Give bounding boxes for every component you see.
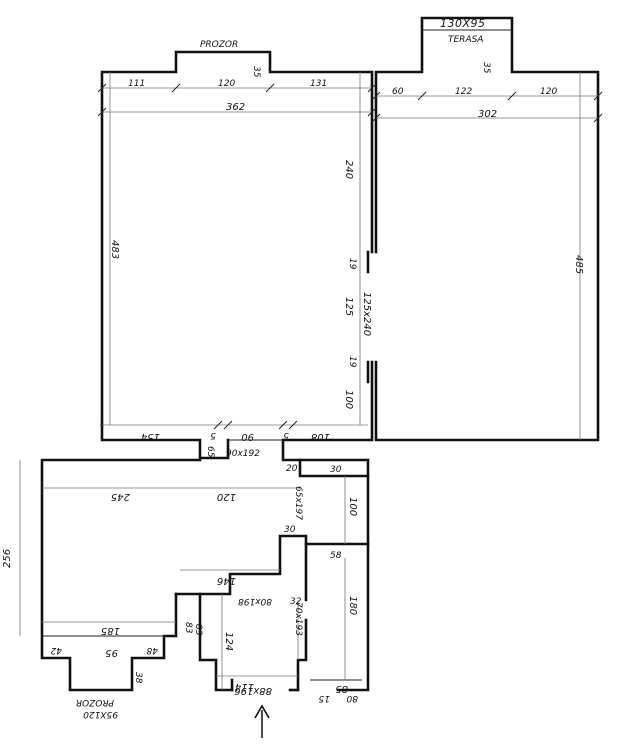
dim-label: 154 bbox=[141, 431, 160, 442]
hall-right-wall bbox=[281, 458, 370, 692]
dim-label: 180 bbox=[347, 596, 358, 615]
dim-tick bbox=[371, 113, 381, 123]
dim-label: 114 bbox=[235, 681, 254, 692]
left-room-wall-lower bbox=[281, 360, 374, 460]
dim-label: 131 bbox=[310, 79, 327, 89]
dim-label: 111 bbox=[128, 79, 145, 89]
dim-label: 302 bbox=[478, 109, 497, 120]
dim-label: 65 bbox=[205, 446, 215, 458]
dim-label: 15 bbox=[318, 693, 330, 703]
dim-label: 146 bbox=[217, 575, 236, 586]
dim-tick bbox=[97, 107, 107, 117]
dim-label: 485 bbox=[573, 255, 584, 274]
dim-tick bbox=[367, 83, 377, 93]
left-room-wall bbox=[100, 50, 374, 427]
dim-tick bbox=[417, 91, 427, 101]
entrance-door-label: 88x196 bbox=[234, 685, 272, 696]
dim-tick bbox=[371, 91, 381, 101]
dim-tick bbox=[593, 91, 603, 101]
dim-label: 483 bbox=[109, 240, 120, 259]
dim-label: 20 bbox=[286, 464, 298, 474]
dim-label: 90 bbox=[241, 431, 254, 442]
right-room-wall bbox=[374, 16, 600, 442]
dim-tick bbox=[288, 420, 298, 430]
dim-label: 35 bbox=[481, 62, 491, 74]
door-hall-label: 90x192 bbox=[226, 449, 260, 459]
dim-tick bbox=[593, 113, 603, 123]
dim-label: 362 bbox=[226, 102, 245, 113]
door-between-rooms-label: 125x240 bbox=[361, 292, 372, 336]
hall-inner-wall-a bbox=[174, 534, 308, 602]
door-right-hall-label: 65x197 bbox=[293, 486, 303, 520]
dim-tick bbox=[171, 83, 181, 93]
dim-label: 83 bbox=[183, 622, 193, 634]
dim-tick bbox=[213, 420, 223, 430]
dim-label: 30 bbox=[284, 525, 296, 535]
window-bottom-label: PROZOR bbox=[76, 697, 114, 707]
dim-label: 35 bbox=[251, 66, 261, 78]
dim-label: 38 bbox=[133, 672, 143, 684]
dim-label: 95 bbox=[105, 647, 118, 658]
dim-label: 5 bbox=[283, 430, 289, 440]
dim-label: 124 bbox=[223, 632, 234, 651]
dim-label: 125 bbox=[343, 297, 354, 316]
dim-label: 19 bbox=[347, 258, 357, 270]
dim-tick bbox=[507, 91, 517, 101]
hall-inner-wall-b bbox=[198, 592, 234, 692]
dim-tick bbox=[367, 107, 377, 117]
dim-label: 30 bbox=[330, 465, 342, 475]
dim-label: 19 bbox=[347, 356, 357, 368]
dim-label: 120 bbox=[218, 79, 235, 89]
dim-label: 48 bbox=[146, 645, 158, 655]
hall-inner-wall-c bbox=[296, 618, 308, 692]
dim-label: 240 bbox=[343, 160, 354, 179]
dim-label: 5 bbox=[210, 430, 216, 440]
terrace-size-label: 130X95 bbox=[440, 17, 486, 30]
dim-label: 58 bbox=[330, 551, 342, 561]
dim-tick bbox=[278, 420, 288, 430]
dim-tick bbox=[265, 83, 275, 93]
dim-label: 32 bbox=[290, 597, 302, 607]
hall-outer-wall bbox=[40, 458, 202, 692]
dim-label: 100 bbox=[343, 390, 354, 409]
dim-label: 60 bbox=[392, 87, 404, 97]
dim-label: 120 bbox=[540, 87, 557, 97]
dim-label: 256 bbox=[2, 549, 13, 568]
dim-label: 108 bbox=[311, 431, 330, 442]
window-top-label: PROZOR bbox=[200, 40, 238, 50]
door-left-mid-label: 80x198 bbox=[238, 596, 272, 606]
dim-label: 85 bbox=[335, 683, 348, 694]
dim-tick bbox=[223, 420, 233, 430]
door-right-mid-label: 70x193 bbox=[293, 602, 303, 636]
entrance-arrow-icon bbox=[254, 704, 270, 719]
dim-label: 83 bbox=[193, 624, 203, 636]
dim-tick bbox=[97, 83, 107, 93]
left-room-bottom-wall bbox=[100, 423, 230, 460]
dim-label: 122 bbox=[455, 87, 472, 97]
dim-label: 80 bbox=[346, 693, 358, 703]
dim-label: 100 bbox=[347, 497, 358, 516]
dim-label: 120 bbox=[217, 491, 236, 502]
dim-label: 42 bbox=[50, 645, 62, 655]
terrace-label: TERASA bbox=[448, 35, 483, 45]
dim-label: 245 bbox=[111, 491, 130, 502]
dim-label: 185 bbox=[101, 625, 120, 636]
window-bottom-size-label: 95X120 bbox=[83, 709, 118, 719]
